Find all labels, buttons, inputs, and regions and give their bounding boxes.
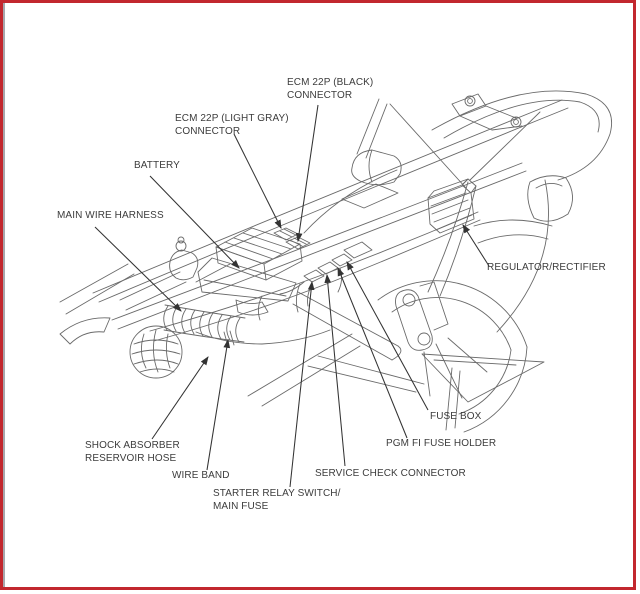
label-text: CONNECTOR — [287, 89, 353, 101]
label-text: REGULATOR/RECTIFIER — [487, 262, 606, 273]
label-text: WIRE BAND — [172, 470, 230, 481]
leader-starter-relay — [289, 280, 315, 488]
label-text: ECM 22P (BLACK) — [287, 77, 374, 88]
leader-battery — [149, 175, 240, 269]
label-battery: BATTERY — [134, 160, 180, 173]
battery-part — [197, 257, 297, 302]
label-pgm-fi-fuse-holder: PGM FI FUSE HOLDER — [386, 438, 496, 451]
left-inner-line — [3, 2, 5, 587]
label-fuse-box: FUSE BOX — [430, 411, 481, 424]
leader-ecm-gray — [233, 133, 282, 230]
label-text: STARTER RELAY SWITCH/ — [213, 488, 341, 499]
leader-lines — [94, 104, 490, 488]
leader-main-wire-harness — [94, 226, 182, 312]
label-ecm-gray-connector: ECM 22P (LIGHT GRAY) CONNECTOR — [175, 113, 289, 138]
leader-shock-hose — [151, 356, 209, 440]
ecm-black-connector-part — [285, 236, 311, 250]
label-shock-absorber-reservoir-hose: SHOCK ABSORBER RESERVOIR HOSE — [85, 440, 180, 465]
label-ecm-black-connector: ECM 22P (BLACK) CONNECTOR — [287, 77, 373, 102]
label-text: PGM FI FUSE HOLDER — [386, 438, 497, 449]
label-text: MAIN WIRE HARNESS — [57, 210, 164, 221]
leader-fuse-box — [346, 261, 429, 411]
reservoir-hose-part — [59, 236, 246, 379]
label-text: SHOCK ABSORBER — [85, 440, 180, 451]
label-text: MAIN FUSE — [213, 500, 269, 512]
label-text: RESERVOIR HOSE — [85, 452, 177, 464]
leader-regulator — [462, 224, 490, 267]
leader-ecm-black — [295, 104, 319, 243]
ecm-battery-part — [197, 227, 311, 316]
rear-wheel — [247, 280, 545, 433]
label-main-wire-harness: MAIN WIRE HARNESS — [57, 210, 164, 223]
label-service-check-connector: SERVICE CHECK CONNECTOR — [315, 468, 466, 481]
label-regulator-rectifier: REGULATOR/RECTIFIER — [487, 262, 606, 275]
label-text: FUSE BOX — [430, 411, 482, 422]
label-text: SERVICE CHECK CONNECTOR — [315, 468, 466, 479]
leader-wire-band — [206, 338, 231, 471]
label-text: ECM 22P (LIGHT GRAY) — [175, 113, 289, 124]
tail-section — [351, 90, 612, 333]
leader-service-check — [324, 273, 346, 467]
label-text: CONNECTOR — [175, 125, 241, 137]
leader-pgm-fuse — [337, 266, 408, 439]
label-text: BATTERY — [134, 160, 180, 171]
label-starter-relay-main-fuse: STARTER RELAY SWITCH/ MAIN FUSE — [213, 488, 341, 513]
label-wire-band: WIRE BAND — [172, 470, 230, 483]
